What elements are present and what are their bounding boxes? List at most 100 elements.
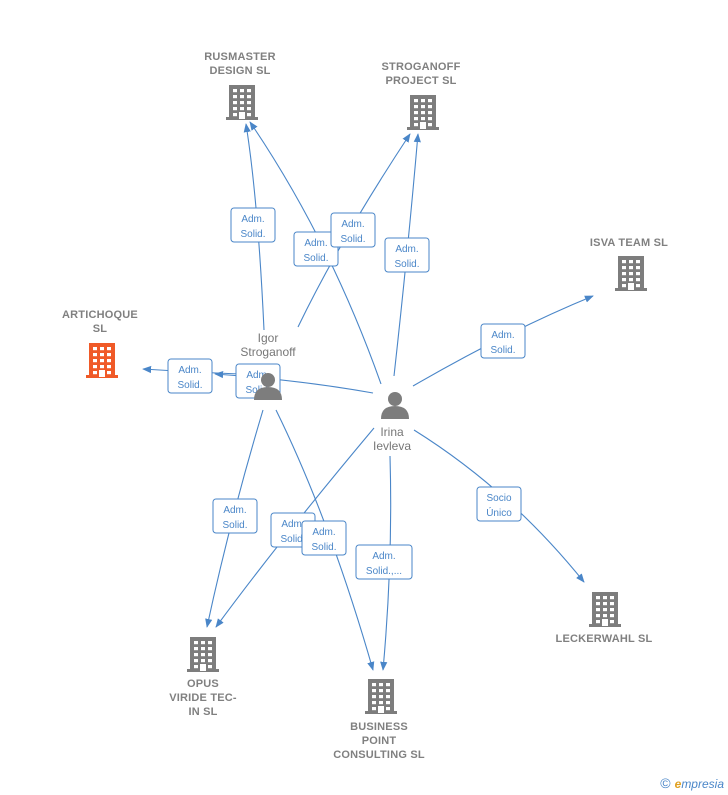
edge-label-irina-to-rusmaster[interactable]: Adm.Solid. xyxy=(293,231,339,267)
building-window xyxy=(622,266,626,270)
edge-label-box xyxy=(330,212,376,248)
node-label-line: BUSINESS xyxy=(350,721,408,733)
building-window xyxy=(240,95,244,99)
edge-label-text: Solid. xyxy=(311,542,336,553)
building-window xyxy=(194,641,198,645)
edge-label-text: Solid. xyxy=(177,380,202,391)
node-label-line: OPUS xyxy=(187,678,219,690)
edge-label-box xyxy=(212,498,258,534)
building-window xyxy=(596,620,600,624)
building-window xyxy=(428,123,432,127)
building-window xyxy=(208,641,212,645)
building-window xyxy=(386,695,390,699)
building-icon xyxy=(365,679,397,714)
edge-label-text: Adm. xyxy=(304,238,327,249)
edge-label-text: Adm. xyxy=(241,214,264,225)
building-icon xyxy=(589,592,621,627)
building-door xyxy=(628,283,634,290)
edge-label-igor-to-rusmaster[interactable]: Adm.Solid. xyxy=(230,207,276,243)
edge-label-box xyxy=(167,358,213,394)
building-window xyxy=(596,596,600,600)
edge-label-text: Adm. xyxy=(281,519,304,530)
building-door xyxy=(99,370,105,377)
building-window xyxy=(386,707,390,711)
building-window xyxy=(421,117,425,121)
building-window xyxy=(636,278,640,282)
building-window xyxy=(240,101,244,105)
edges-layer xyxy=(142,121,594,671)
building-window xyxy=(208,653,212,657)
building-window xyxy=(610,608,614,612)
node-label-line: ARTICHOQUE xyxy=(62,309,138,321)
company-node-isva[interactable]: ISVA TEAM SL xyxy=(590,237,668,291)
edge-label-box xyxy=(293,231,339,267)
edge-label-box xyxy=(355,544,413,580)
company-node-leckerwahl[interactable]: LECKERWAHL SL xyxy=(556,592,653,645)
edge-label-igor-to-stroganoff[interactable]: Adm.Solid. xyxy=(330,212,376,248)
edge-label-text: Adm. xyxy=(491,330,514,341)
node-label-line: SL xyxy=(93,323,108,335)
building-window xyxy=(201,659,205,663)
building-window xyxy=(208,665,212,669)
building-door xyxy=(378,706,384,713)
building-window xyxy=(379,695,383,699)
building-window xyxy=(247,113,251,117)
edge-label-irina-to-business[interactable]: Adm.Solid.,... xyxy=(355,544,413,580)
building-window xyxy=(386,683,390,687)
edge-label-igor-to-artichoque[interactable]: Adm.Solid. xyxy=(167,358,213,394)
edge-irina-to-artichoque xyxy=(214,370,374,394)
building-window xyxy=(603,614,607,618)
building-window xyxy=(414,99,418,103)
building-window xyxy=(636,272,640,276)
building-icon xyxy=(407,95,439,130)
edge-label-igor-to-opus[interactable]: Adm.Solid. xyxy=(212,498,258,534)
node-label-line: DESIGN SL xyxy=(209,65,270,77)
edge-label-text: Solid.,... xyxy=(366,566,402,577)
edge-label-text: Solid. xyxy=(490,345,515,356)
building-door xyxy=(602,619,608,626)
building-window xyxy=(201,653,205,657)
edge-label-text: Adm. xyxy=(312,527,335,538)
person-head xyxy=(261,373,275,387)
building-window xyxy=(372,689,376,693)
edge-label-text: Adm. xyxy=(395,244,418,255)
company-node-artichoque[interactable]: ARTICHOQUE SL xyxy=(62,309,138,378)
edge-label-irina-to-stroganoff[interactable]: Adm. Solid. xyxy=(384,237,430,273)
building-window xyxy=(93,353,97,357)
building-window xyxy=(194,665,198,669)
brand-logo-text: mpresia xyxy=(681,777,724,791)
edge-label-igor-to-business[interactable]: Adm. Solid. xyxy=(301,520,347,556)
building-window xyxy=(622,272,626,276)
building-window xyxy=(636,260,640,264)
building-window xyxy=(603,608,607,612)
building-window xyxy=(233,113,237,117)
building-window xyxy=(194,653,198,657)
edge-label-text: Solid. xyxy=(394,259,419,270)
building-window xyxy=(421,105,425,109)
building-window xyxy=(610,614,614,618)
building-window xyxy=(622,260,626,264)
building-window xyxy=(93,365,97,369)
building-window xyxy=(428,111,432,115)
building-window xyxy=(636,266,640,270)
node-label-line: POINT xyxy=(362,735,397,747)
building-window xyxy=(603,602,607,606)
footer-brand[interactable]: ©empresia xyxy=(660,775,724,791)
building-window xyxy=(100,347,104,351)
person-body xyxy=(254,387,282,400)
building-window xyxy=(100,359,104,363)
edge-label-box xyxy=(384,237,430,273)
edge-label-text: Único xyxy=(486,506,512,519)
edge-label-text: Solid. xyxy=(280,534,305,545)
building-window xyxy=(201,641,205,645)
building-window xyxy=(201,647,205,651)
edge-label-irina-to-isva[interactable]: Adm. Solid. xyxy=(480,323,526,359)
building-window xyxy=(421,99,425,103)
